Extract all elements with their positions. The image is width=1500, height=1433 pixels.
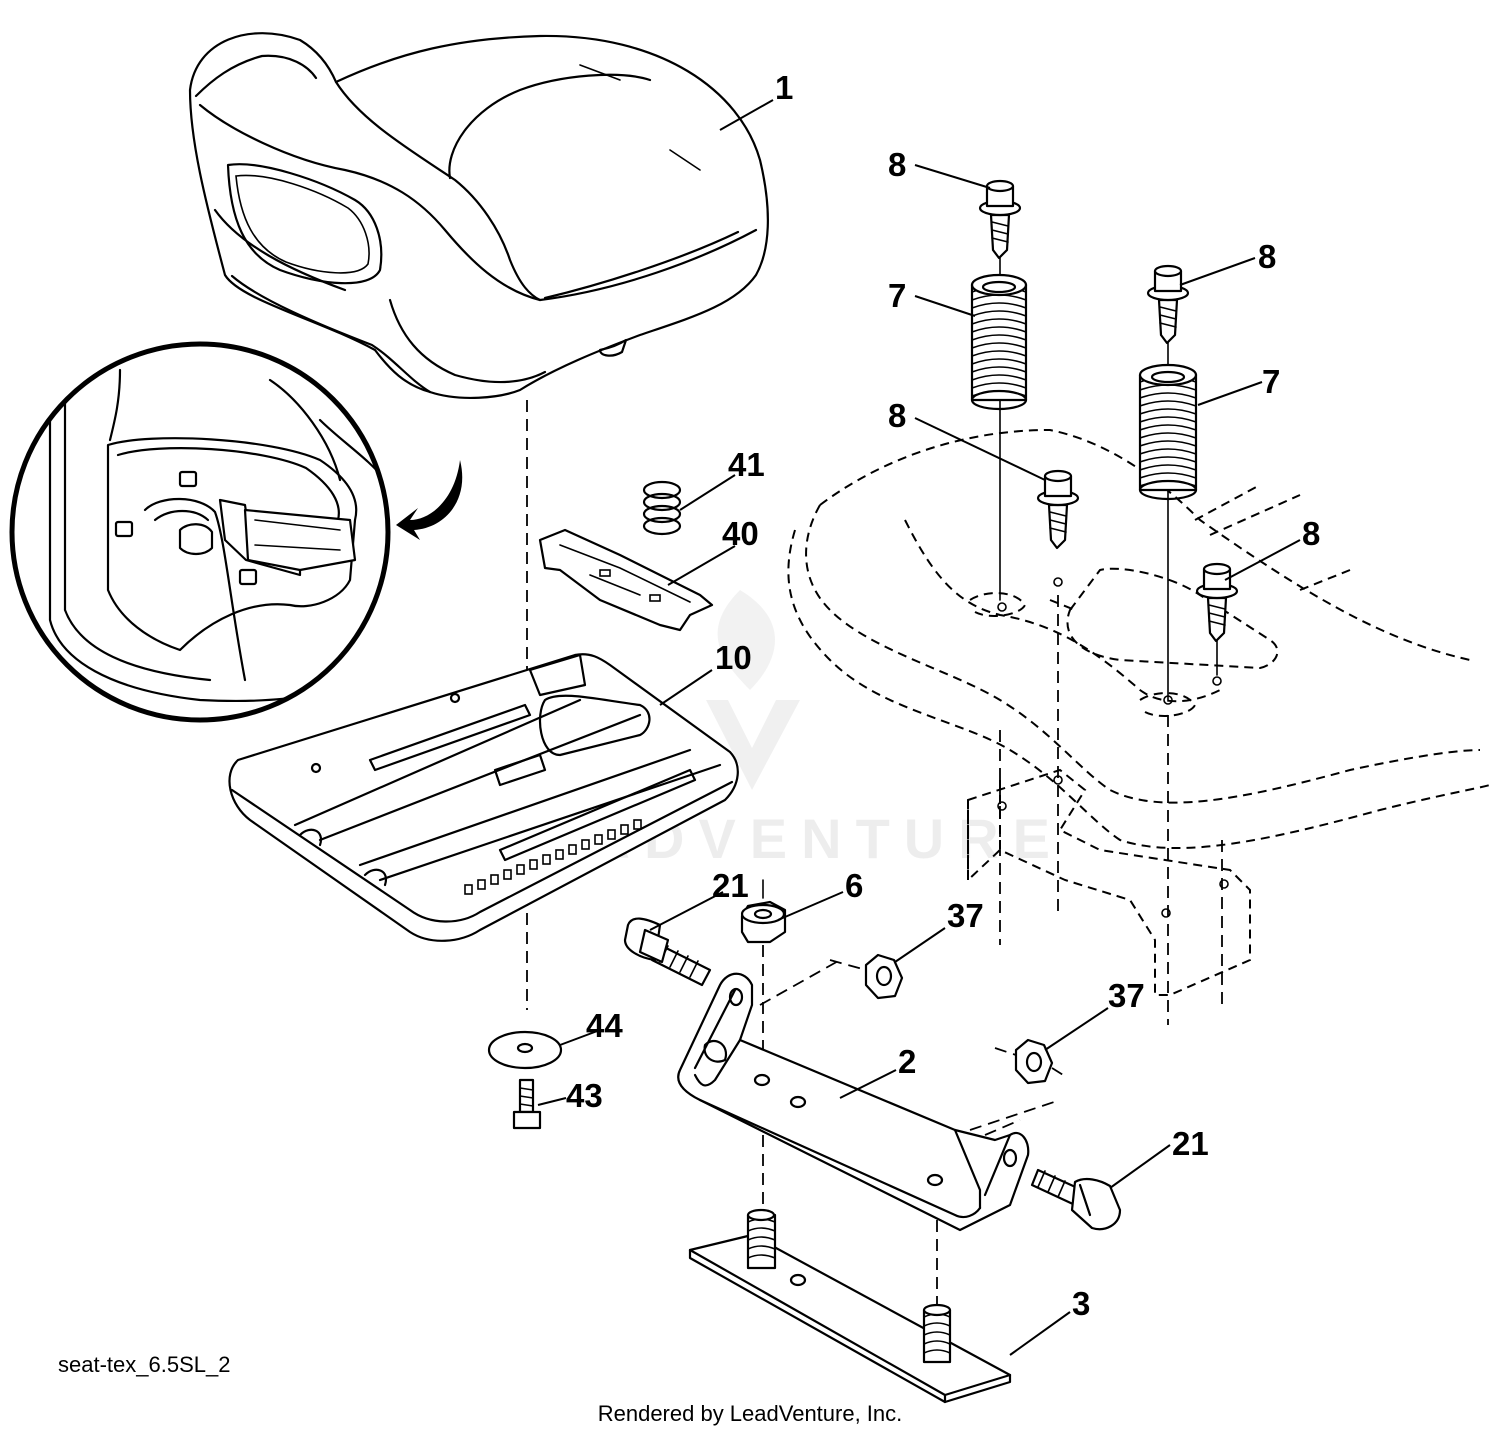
callout-8-a: 8 (888, 146, 906, 183)
nut-part-37-lower (969, 1038, 1069, 1131)
callout-41: 41 (728, 446, 765, 483)
callout-8-b: 8 (1258, 238, 1276, 275)
plate-part-3 (688, 1208, 1012, 1404)
spring-part-7-left (970, 249, 1028, 601)
diagram-id-label: seat-tex_6.5SL_2 (58, 1352, 231, 1377)
small-spring-part-41 (642, 480, 682, 536)
callout-40: 40 (722, 515, 759, 552)
callout-7-a: 7 (888, 277, 906, 314)
callout-10: 10 (715, 639, 752, 676)
bolt-part-8-mid-left (1036, 469, 1080, 550)
callout-1: 1 (775, 69, 793, 106)
callout-6: 6 (845, 867, 863, 904)
callout-44: 44 (586, 1007, 623, 1044)
callout-7-b: 7 (1262, 363, 1280, 400)
callout-37-a: 37 (947, 897, 984, 934)
frame-alignment-lines (999, 595, 1223, 1025)
callout-21-a: 21 (712, 867, 749, 904)
spring-part-7-right (1138, 329, 1198, 701)
callout-3: 3 (1072, 1285, 1090, 1322)
clip-part-40 (538, 528, 714, 632)
bolt-part-8-mid-right (1195, 562, 1239, 676)
detail-inset (9, 341, 391, 723)
callout-37-b: 37 (1108, 977, 1145, 1014)
seat-pan-part-10 (228, 653, 739, 942)
bolt-part-8-top-right (1146, 264, 1190, 345)
washer-part-44 (487, 1030, 563, 1070)
seat-pan-slots (464, 819, 642, 895)
callout-labels: 1 8 8 8 8 7 7 41 40 10 21 6 37 37 44 43 … (566, 69, 1320, 1322)
curved-arrow-icon (396, 460, 463, 540)
seat-part-1 (188, 32, 769, 400)
callout-8-c: 8 (888, 397, 906, 434)
bolt-part-21-left (623, 917, 712, 987)
leader-lines (537, 99, 1301, 1356)
bolt-part-21-right (1030, 1168, 1122, 1231)
bracket-part-2 (677, 972, 1030, 1305)
callout-2: 2 (898, 1043, 916, 1080)
callout-8-d: 8 (1302, 515, 1320, 552)
credit-footer: Rendered by LeadVenture, Inc. (597, 1401, 903, 1426)
bolt-part-43 (512, 1078, 542, 1130)
frame-outline (787, 428, 1491, 996)
callout-21-b: 21 (1172, 1125, 1209, 1162)
nut-part-37-upper (759, 953, 904, 1006)
bolt-part-8-top-left (978, 179, 1022, 260)
callout-43: 43 (566, 1077, 603, 1114)
